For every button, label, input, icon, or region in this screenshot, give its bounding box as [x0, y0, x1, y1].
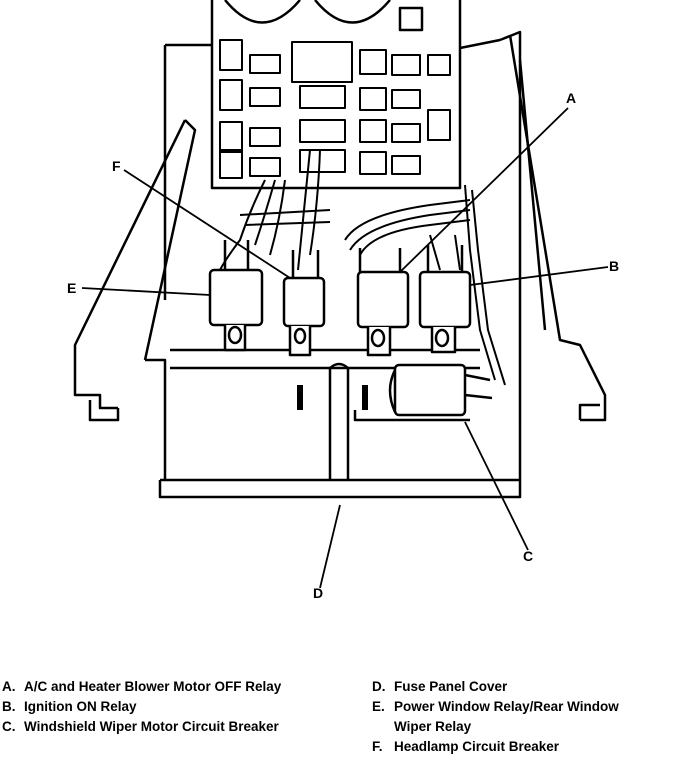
legend-text: Ignition ON Relay — [24, 699, 137, 714]
legend-item-e: E. Power Window Relay/Rear Window — [372, 697, 619, 717]
circuit-breaker-c — [388, 363, 493, 417]
legend-text: A/C and Heater Blower Motor OFF Relay — [24, 679, 282, 694]
legend-text: Fuse Panel Cover — [394, 679, 508, 694]
legend-key: D. — [372, 679, 386, 694]
fuse-panel-cover — [73, 30, 607, 499]
legend-key: A. — [2, 679, 16, 694]
callout-e: E — [67, 280, 77, 296]
legend-text: Headlamp Circuit Breaker — [394, 739, 560, 754]
legend-item-c: C. Windshield Wiper Motor Circuit Breake… — [2, 717, 281, 737]
callout-d: D — [313, 585, 324, 601]
legend-item-a: A. A/C and Heater Blower Motor OFF Relay — [2, 677, 281, 697]
relay-b — [418, 245, 472, 354]
legend-left: A. A/C and Heater Blower Motor OFF Relay… — [2, 677, 281, 737]
circuit-breaker-f — [282, 250, 326, 357]
callout-c: C — [523, 548, 534, 564]
relay-e — [208, 240, 264, 352]
legend-text: Power Window Relay/Rear Window — [394, 699, 619, 714]
legend-item-e-continued: Wiper Relay — [372, 717, 619, 737]
callout-a: A — [566, 90, 577, 106]
callout-f: F — [112, 158, 121, 174]
legend-key: E. — [372, 699, 385, 714]
fuse-block — [210, 0, 462, 190]
legend-key: B. — [2, 699, 16, 714]
legend-text: Windshield Wiper Motor Circuit Breaker — [24, 719, 279, 734]
relay-a — [356, 248, 410, 357]
legend-key: C. — [2, 719, 16, 734]
legend-right: D. Fuse Panel Cover E. Power Window Rela… — [372, 677, 619, 757]
callout-b: B — [609, 258, 620, 274]
legend-item-b: B. Ignition ON Relay — [2, 697, 281, 717]
legend-key: F. — [372, 739, 383, 754]
legend-item-d: D. Fuse Panel Cover — [372, 677, 619, 697]
legend-item-f: F. Headlamp Circuit Breaker — [372, 737, 619, 757]
legend-text: Wiper Relay — [394, 719, 472, 734]
leader-lines — [81, 107, 609, 589]
